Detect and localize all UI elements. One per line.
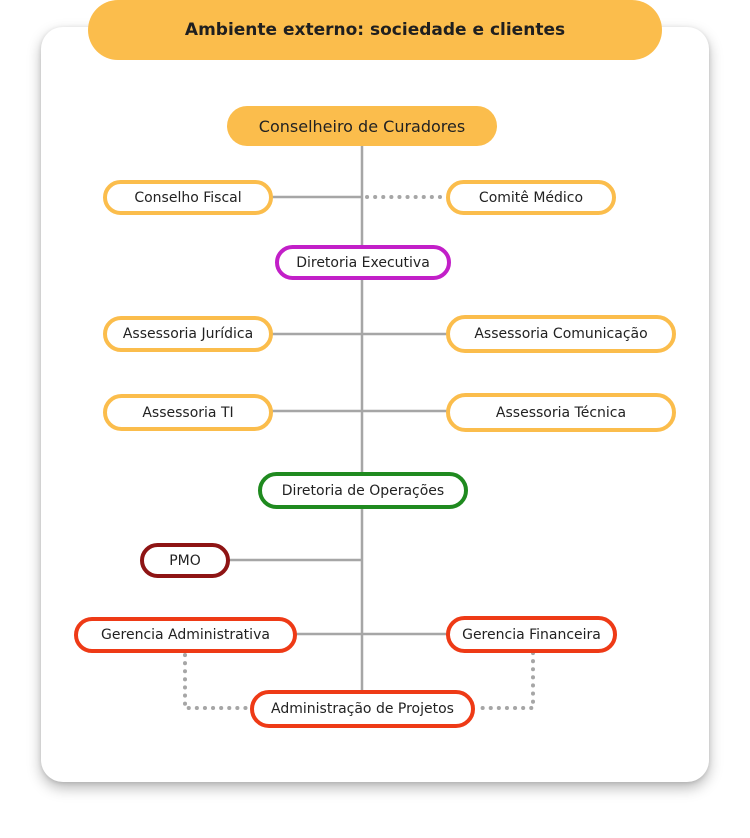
- node-administracao-projetos: Administração de Projetos: [250, 690, 475, 728]
- node-assessoria-ti: Assessoria TI: [103, 394, 273, 431]
- node-conselheiro-curadores: Conselheiro de Curadores: [227, 106, 497, 146]
- node-assessoria-juridica: Assessoria Jurídica: [103, 316, 273, 352]
- node-diretoria-executiva: Diretoria Executiva: [275, 245, 451, 280]
- node-assessoria-comunicacao: Assessoria Comunicação: [446, 315, 676, 353]
- node-assessoria-tecnica: Assessoria Técnica: [446, 393, 676, 432]
- node-conselho-fiscal: Conselho Fiscal: [103, 180, 273, 215]
- external-environment-banner: Ambiente externo: sociedade e clientes: [88, 0, 662, 60]
- dotted-connector-administrativa: [183, 653, 252, 710]
- node-comite-medico: Comitê Médico: [446, 180, 616, 215]
- dotted-connector-financeira: [473, 651, 535, 710]
- node-pmo: PMO: [140, 543, 230, 578]
- node-gerencia-financeira: Gerencia Financeira: [446, 616, 617, 653]
- node-gerencia-administrativa: Gerencia Administrativa: [74, 617, 297, 653]
- node-diretoria-operacoes: Diretoria de Operações: [258, 472, 468, 509]
